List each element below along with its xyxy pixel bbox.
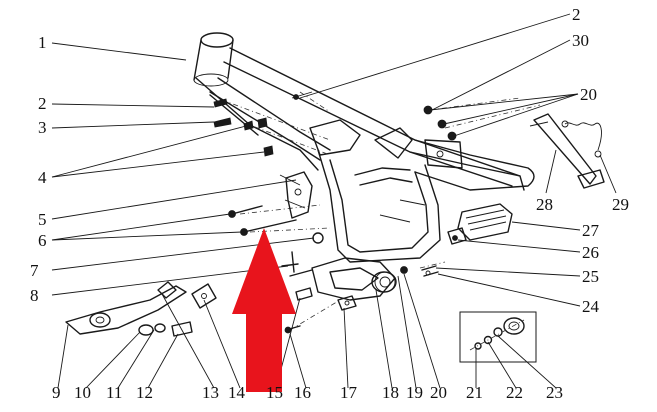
callout-2: 2 — [572, 5, 581, 24]
callout-4: 4 — [38, 168, 47, 187]
callout-16: 16 — [294, 383, 311, 402]
callout-labels: 1 2 2 30 20 3 4 5 6 7 8 27 26 25 24 28 2… — [30, 5, 629, 402]
callout-28: 28 — [536, 195, 553, 214]
callout-6: 6 — [38, 231, 47, 250]
callout-27: 27 — [582, 221, 600, 240]
callout-30: 30 — [572, 31, 589, 50]
callout-3: 3 — [38, 118, 47, 137]
callout-20: 20 — [580, 85, 597, 104]
callout-29: 29 — [612, 195, 629, 214]
callout-25: 25 — [582, 267, 599, 286]
callout-10: 10 — [74, 383, 91, 402]
callout-22: 22 — [506, 383, 523, 402]
leader-lines — [51, 13, 617, 389]
callout-17: 17 — [340, 383, 358, 402]
callout-12: 12 — [136, 383, 153, 402]
callout-20: 20 — [430, 383, 447, 402]
fasteners — [213, 91, 457, 334]
callout-24: 24 — [582, 297, 600, 316]
footpeg-assembly — [447, 203, 513, 245]
red-up-arrow-icon — [232, 228, 296, 392]
callout-26: 26 — [582, 243, 599, 262]
callout-15: 15 — [266, 383, 283, 402]
callout-7: 7 — [30, 261, 39, 280]
callout-13: 13 — [202, 383, 219, 402]
detail-inset-box — [459, 311, 537, 363]
brake-pedal-assembly — [65, 281, 217, 337]
callout-14: 14 — [228, 383, 246, 402]
side-stand-assembly — [529, 113, 605, 189]
callout-11: 11 — [106, 383, 122, 402]
frame-assembly — [193, 32, 535, 301]
callout-1: 1 — [38, 33, 47, 52]
callout-18: 18 — [382, 383, 399, 402]
callout-9: 9 — [52, 383, 61, 402]
callout-2: 2 — [38, 94, 47, 113]
callout-21: 21 — [466, 383, 483, 402]
callout-19: 19 — [406, 383, 423, 402]
callout-5: 5 — [38, 210, 47, 229]
callout-8: 8 — [30, 286, 39, 305]
callout-23: 23 — [546, 383, 563, 402]
